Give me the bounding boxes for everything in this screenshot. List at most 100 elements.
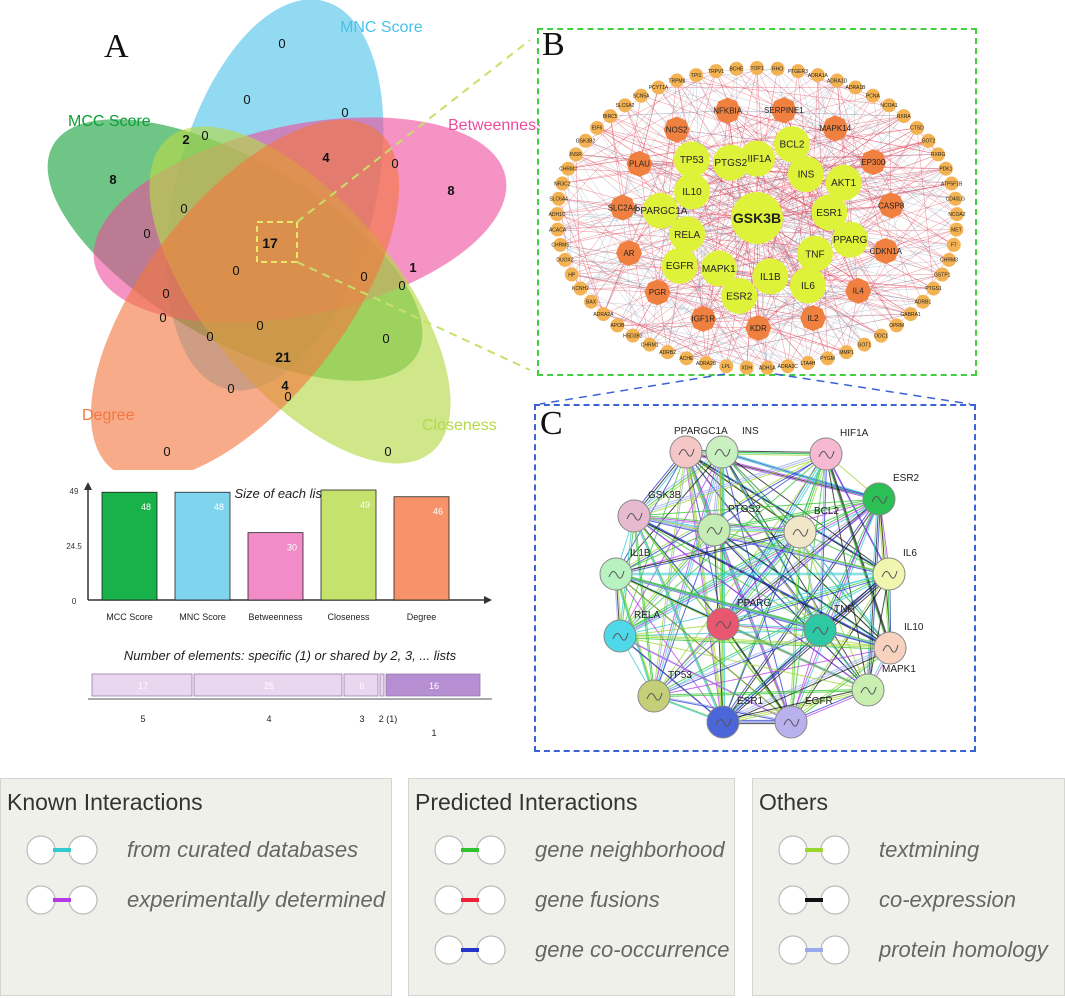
network-node-label: MAPK14 [820,124,852,133]
network-node-label: GSK3B [733,210,781,226]
network-node-label: ESR2 [726,291,753,302]
protein-node-label: HIF1A [840,428,869,439]
network-node [699,356,714,371]
venn-region-count: 21 [275,349,291,365]
edge-experimental-icon [26,885,98,915]
venn-ellipse-degree [90,119,400,470]
size-bar [320,489,377,601]
network-node-label: ADRA2B [696,361,717,367]
network-node-label: ADRA2C [778,364,799,370]
network-node-label: AKT1 [831,178,856,189]
shared-segment [193,673,343,697]
network-node [578,133,593,148]
network-node-label: ODC1 [874,333,888,339]
network-node [944,176,959,191]
panel-label-c: C [540,405,563,442]
legend-known-title: Known Interactions [7,789,203,815]
network-node [596,307,611,322]
network-node-label: HIF1A [743,154,772,165]
network-node-label: BCL2 [779,140,804,151]
size-bar-value: 30 [287,543,297,553]
network-node-label: INSR [570,152,582,158]
network-node [674,173,711,210]
set-label-mcc: MCC Score [68,113,151,130]
network-node-label: BCHE [729,67,744,73]
network-node [882,98,897,113]
venn-region-count: 0 [162,286,169,301]
network-node [550,207,565,222]
network-node-label: RXRG [931,152,946,158]
network-node [874,328,889,343]
network-node-label: PGR [649,288,667,297]
set-label-degree: Degree [82,407,135,424]
network-node [590,120,605,135]
network-node [551,191,566,206]
protein-node-label: GSK3B [648,490,682,501]
network-node [832,221,869,258]
network-node [609,194,636,221]
network-node [810,68,825,83]
network-node-label: BIRC5 [603,114,618,120]
edge-fusions-icon [434,885,506,915]
shared-count-label: 1 [431,728,436,738]
shared-count-label: 5 [140,714,145,724]
category-label: Degree [407,612,437,622]
network-node-label: ACHE [679,356,694,362]
network-node-label: ADRA2A [593,312,614,318]
venn-region-count: 0 [382,331,389,346]
network-node [661,247,698,284]
network-node [550,222,565,237]
network-node [739,360,754,375]
network-node [830,73,845,88]
venn-region-count: 8 [109,172,116,187]
network-node-label: PCNA [866,93,881,99]
network-node [729,61,744,76]
network-node [946,237,961,252]
set-label-closeness: Closeness [422,417,497,434]
network-node-label: PDK1 [939,166,952,172]
venn-region-count: 0 [143,226,150,241]
size-bar-value: 49 [360,500,370,510]
network-node [845,277,872,304]
network-node-label: ADRB1 [915,299,932,305]
shared-count-label: 2 (1) [379,714,398,724]
network-node [790,64,805,79]
venn-region-count: 0 [201,128,208,143]
protein-node-label: ESR2 [893,473,920,484]
network-node-label: ADRA1B [846,85,867,91]
size-bar [393,496,450,601]
network-node [770,97,797,124]
network-node [921,133,936,148]
network-node [889,318,904,333]
network-node [642,192,679,229]
size-bar [101,491,158,601]
category-label: MCC Score [106,612,153,622]
size-bar-value: 48 [214,502,224,512]
network-node-label: IL10 [682,187,702,198]
network-node-label: GOT1 [858,342,872,348]
edge-coexpression-icon [778,885,850,915]
network-node [935,267,950,282]
network-node [557,252,572,267]
legend-label-neighborhood: gene neighborhood [535,837,725,862]
network-node-label: LTA4H [801,361,816,367]
protein-node-label: TP53 [668,670,692,681]
network-node-label: EP300 [861,158,886,167]
network-node-label: IL1B [760,272,781,283]
network-node-label: NR3C2 [554,181,571,187]
network-node-label: CTSD [910,126,924,132]
network-node-label: NFKBIA [713,106,743,115]
network-node [848,80,863,95]
network-node [949,222,964,237]
network-node-label: MAPK1 [702,264,736,275]
venn-region-count: 0 [256,318,263,333]
network-node [800,356,815,371]
network-node [773,126,810,163]
network-node-label: TRPV1 [708,69,724,75]
network-node [860,149,887,176]
legend-item-cooccurrence: gene co-occurrence [431,933,791,969]
network-node-label: PLAU [629,160,650,169]
venn-region-count: 0 [163,444,170,459]
panel-label-b: B [542,26,565,63]
network-node-label: INS [798,170,815,181]
